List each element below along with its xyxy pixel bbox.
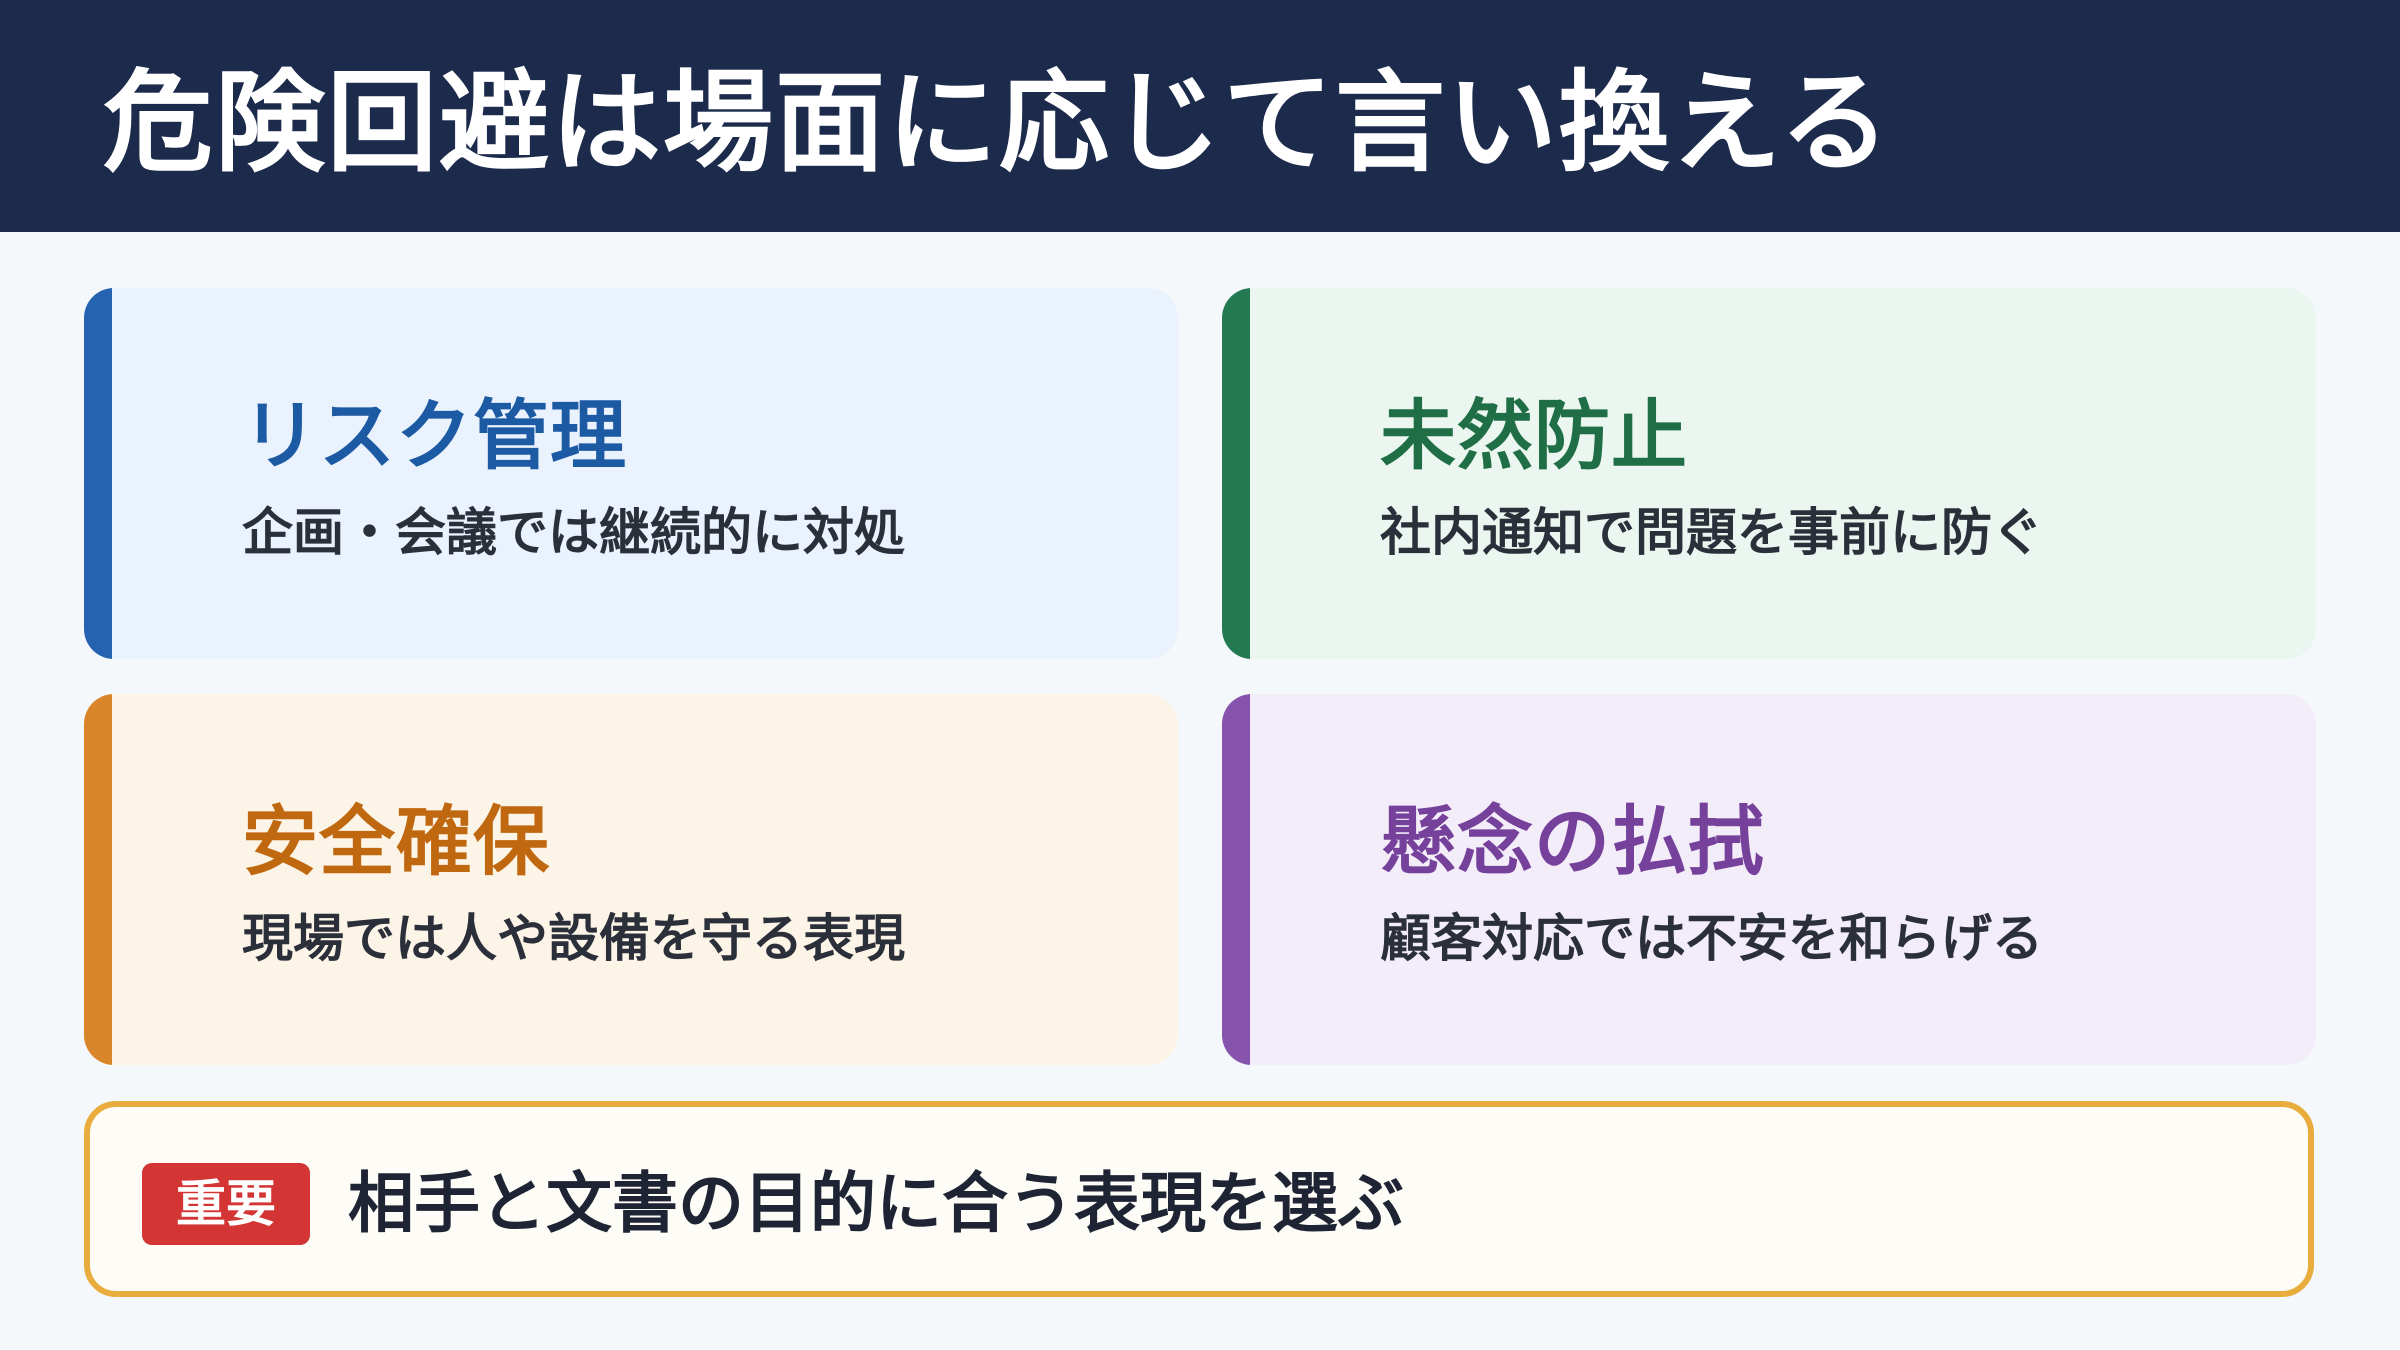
card-risk-management: リスク管理 企画・会議では継続的に対処 (84, 288, 1178, 659)
header-bar: 危険回避は場面に応じて言い換える (0, 0, 2400, 232)
card-accent-bar (84, 694, 112, 1065)
card-title: リスク管理 (242, 391, 627, 480)
card-accent-bar (1222, 694, 1250, 1065)
card-description: 企画・会議では継続的に対処 (242, 504, 906, 563)
card-description: 現場では人や設備を守る表現 (242, 910, 906, 969)
card-description: 社内通知で問題を事前に防ぐ (1380, 504, 2044, 563)
card-accent-bar (1222, 288, 1250, 659)
important-badge: 重要 (142, 1163, 310, 1245)
card-description: 顧客対応では不安を和らげる (1380, 910, 2044, 969)
card-title: 安全確保 (242, 797, 550, 886)
page-title: 危険回避は場面に応じて言い換える (103, 59, 1892, 187)
card-safety: 安全確保 現場では人や設備を守る表現 (84, 694, 1178, 1065)
card-prevention: 未然防止 社内通知で問題を事前に防ぐ (1222, 288, 2316, 659)
card-accent-bar (84, 288, 112, 659)
card-concern-relief: 懸念の払拭 顧客対応では不安を和らげる (1222, 694, 2316, 1065)
card-title: 懸念の払拭 (1380, 797, 1765, 886)
key-point-callout: 重要 相手と文書の目的に合う表現を選ぶ (84, 1101, 2314, 1297)
key-point-text: 相手と文書の目的に合う表現を選ぶ (348, 1165, 1404, 1242)
card-title: 未然防止 (1380, 391, 1688, 480)
